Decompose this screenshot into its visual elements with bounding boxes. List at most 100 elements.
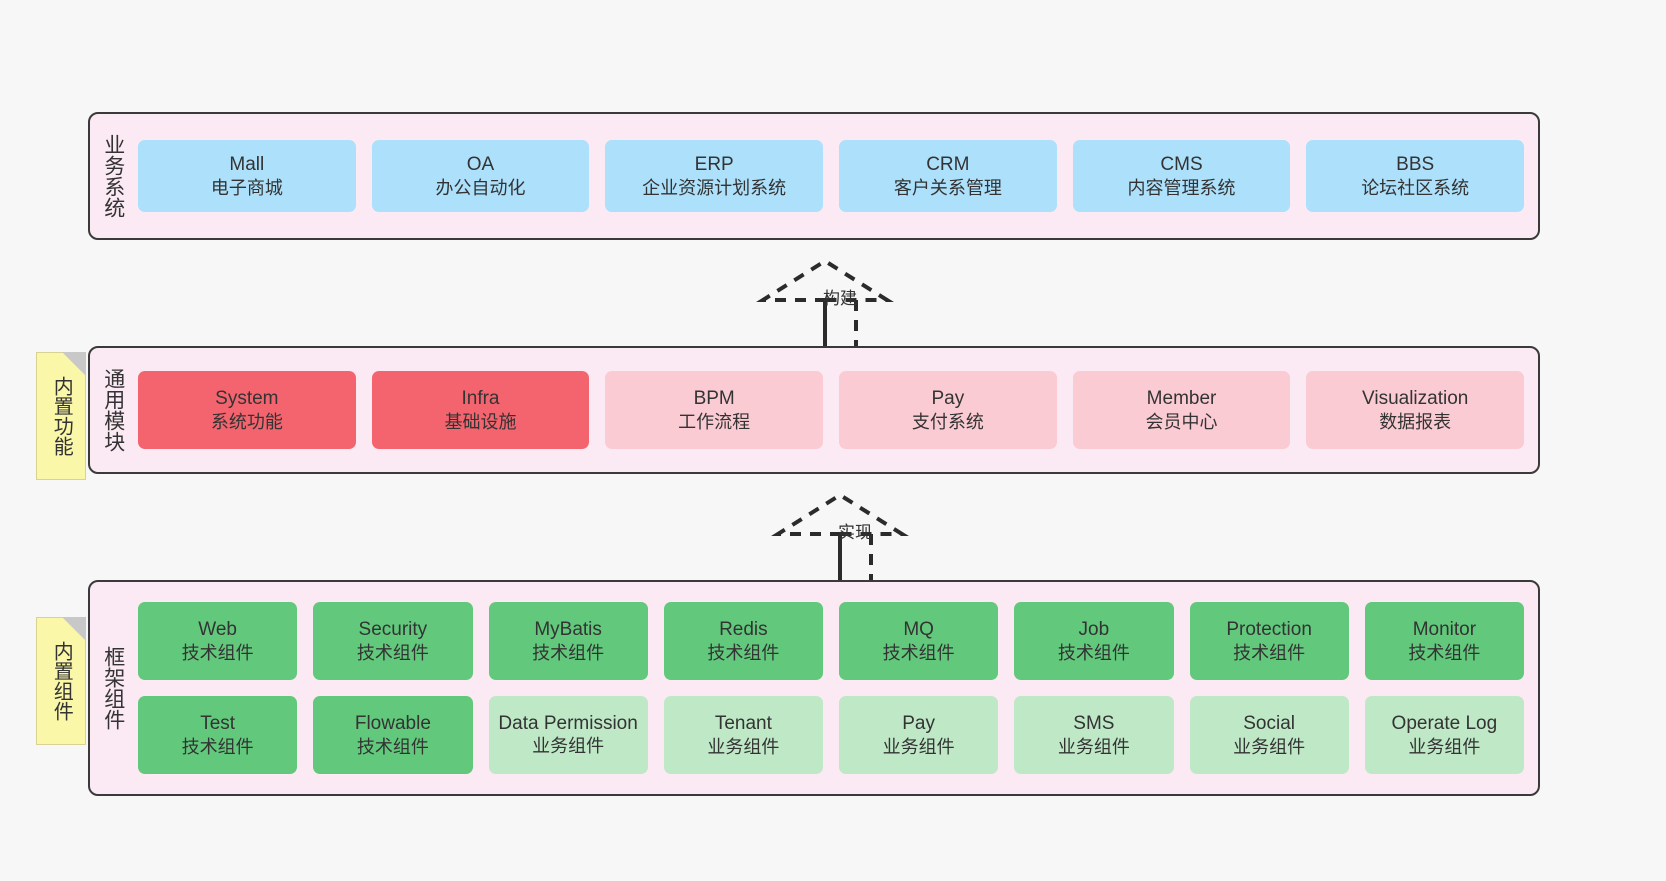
card-visualization[interactable]: Visualization 数据报表 bbox=[1306, 371, 1525, 449]
card-mall[interactable]: Mall 电子商城 bbox=[138, 140, 356, 212]
card-title-en: Redis bbox=[719, 619, 768, 641]
card-title-cn: 办公自动化 bbox=[435, 177, 526, 198]
card-title-en: Monitor bbox=[1412, 619, 1477, 641]
card-title-cn: 电子商城 bbox=[210, 177, 283, 198]
card-title-en: Web bbox=[198, 619, 237, 641]
layer-framework-components: 框架组件 Web 技术组件 Security 技术组件 MyBatis 技术组件… bbox=[88, 580, 1540, 796]
card-title-en: Flowable bbox=[354, 713, 431, 735]
card-redis[interactable]: Redis 技术组件 bbox=[663, 602, 823, 680]
card-title-en: ERP bbox=[694, 154, 734, 176]
card-title-cn: 支付系统 bbox=[911, 411, 984, 432]
layer-title-framework-components: 框架组件 bbox=[101, 646, 125, 730]
card-member[interactable]: Member 会员中心 bbox=[1072, 371, 1291, 449]
card-title-en: CMS bbox=[1160, 154, 1203, 176]
card-title-cn: 业务组件 bbox=[707, 736, 780, 757]
card-row: Test 技术组件 Flowable 技术组件 Data Permission … bbox=[138, 696, 1524, 774]
card-mybatis[interactable]: MyBatis 技术组件 bbox=[488, 602, 648, 680]
card-title-cn: 技术组件 bbox=[532, 642, 605, 663]
card-title-cn: 技术组件 bbox=[1057, 642, 1130, 663]
card-data-permission[interactable]: Data Permission 业务组件 bbox=[488, 696, 648, 774]
card-operate-log[interactable]: Operate Log 业务组件 bbox=[1364, 696, 1524, 774]
card-title-en: BBS bbox=[1396, 154, 1435, 176]
card-title-cn: 技术组件 bbox=[1233, 642, 1306, 663]
note-builtin-functions: 内置功能 bbox=[36, 352, 86, 480]
card-security[interactable]: Security 技术组件 bbox=[313, 602, 473, 680]
card-title-cn: 论坛社区系统 bbox=[1361, 177, 1470, 198]
layer-title-business-system: 业务系统 bbox=[101, 134, 125, 218]
card-title-cn: 技术组件 bbox=[882, 642, 955, 663]
card-system[interactable]: System 系统功能 bbox=[138, 371, 356, 449]
card-row: System 系统功能 Infra 基础设施 BPM 工作流程 Pay 支付系统… bbox=[138, 371, 1525, 449]
card-flowable[interactable]: Flowable 技术组件 bbox=[313, 696, 473, 774]
card-bpm[interactable]: BPM 工作流程 bbox=[605, 371, 824, 449]
layer-body-business-system: Mall 电子商城 OA 办公自动化 ERP 企业资源计划系统 CRM 客户关系… bbox=[136, 114, 1538, 238]
card-tenant[interactable]: Tenant 业务组件 bbox=[663, 696, 823, 774]
card-social[interactable]: Social 业务组件 bbox=[1189, 696, 1349, 774]
card-title-en: Mall bbox=[229, 154, 265, 176]
card-title-cn: 会员中心 bbox=[1145, 411, 1218, 432]
card-title-cn: 系统功能 bbox=[210, 411, 283, 432]
card-title-cn: 业务组件 bbox=[1057, 736, 1130, 757]
layer-common-modules: 通用模块 System 系统功能 Infra 基础设施 BPM 工作流程 Pay… bbox=[88, 346, 1540, 474]
card-title-cn: 工作流程 bbox=[678, 411, 751, 432]
card-title-en: Data Permission bbox=[498, 712, 638, 734]
card-protection[interactable]: Protection 技术组件 bbox=[1189, 602, 1349, 680]
card-title-en: Member bbox=[1146, 388, 1217, 410]
card-title-cn: 业务组件 bbox=[1233, 736, 1306, 757]
card-pay-business[interactable]: Pay 业务组件 bbox=[839, 696, 999, 774]
card-title-en: MyBatis bbox=[534, 619, 602, 641]
card-crm[interactable]: CRM 客户关系管理 bbox=[839, 140, 1057, 212]
card-cms[interactable]: CMS 内容管理系统 bbox=[1072, 140, 1291, 212]
layer-title-common-modules: 通用模块 bbox=[101, 368, 125, 452]
card-title-en: Operate Log bbox=[1391, 713, 1498, 735]
layer-business-system: 业务系统 Mall 电子商城 OA 办公自动化 ERP 企业资源计划系统 CRM… bbox=[88, 112, 1540, 240]
connector-label-build: 构建 bbox=[823, 289, 857, 308]
card-title-cn: 技术组件 bbox=[356, 736, 429, 757]
card-title-en: Test bbox=[200, 713, 236, 735]
card-title-en: MQ bbox=[903, 619, 934, 641]
card-title-en: BPM bbox=[693, 388, 735, 410]
card-title-en: System bbox=[215, 388, 279, 410]
card-title-cn: 业务组件 bbox=[1408, 736, 1481, 757]
card-title-cn: 企业资源计划系统 bbox=[642, 177, 787, 198]
card-title-cn: 技术组件 bbox=[707, 642, 780, 663]
card-title-en: Visualization bbox=[1362, 388, 1469, 410]
layer-body-framework-components: Web 技术组件 Security 技术组件 MyBatis 技术组件 Redi… bbox=[136, 582, 1538, 794]
card-monitor[interactable]: Monitor 技术组件 bbox=[1364, 602, 1524, 680]
card-title-en: SMS bbox=[1073, 713, 1115, 735]
card-mq[interactable]: MQ 技术组件 bbox=[839, 602, 999, 680]
note-text: 内置组件 bbox=[50, 641, 73, 721]
card-title-en: CRM bbox=[926, 154, 970, 176]
card-title-en: Pay bbox=[931, 388, 965, 410]
note-text: 内置功能 bbox=[50, 376, 73, 456]
card-title-en: Security bbox=[358, 619, 428, 641]
card-title-cn: 技术组件 bbox=[181, 642, 254, 663]
card-title-cn: 技术组件 bbox=[356, 642, 429, 663]
card-sms[interactable]: SMS 业务组件 bbox=[1014, 696, 1174, 774]
card-web[interactable]: Web 技术组件 bbox=[138, 602, 298, 680]
card-infra[interactable]: Infra 基础设施 bbox=[371, 371, 590, 449]
layer-body-common-modules: System 系统功能 Infra 基础设施 BPM 工作流程 Pay 支付系统… bbox=[136, 348, 1538, 472]
card-test[interactable]: Test 技术组件 bbox=[138, 696, 298, 774]
note-builtin-components: 内置组件 bbox=[36, 617, 86, 745]
card-title-en: Job bbox=[1078, 619, 1110, 641]
card-erp[interactable]: ERP 企业资源计划系统 bbox=[605, 140, 824, 212]
connector-build: 构建 bbox=[755, 258, 905, 348]
card-title-cn: 数据报表 bbox=[1379, 411, 1452, 432]
card-job[interactable]: Job 技术组件 bbox=[1014, 602, 1174, 680]
card-title-en: Tenant bbox=[714, 713, 772, 735]
card-title-cn: 业务组件 bbox=[532, 736, 605, 757]
connector-implement: 实现 bbox=[770, 492, 920, 582]
card-bbs[interactable]: BBS 论坛社区系统 bbox=[1306, 140, 1525, 212]
card-title-en: Pay bbox=[902, 713, 935, 735]
card-oa[interactable]: OA 办公自动化 bbox=[371, 140, 590, 212]
card-title-cn: 业务组件 bbox=[882, 736, 955, 757]
card-pay[interactable]: Pay 支付系统 bbox=[839, 371, 1057, 449]
card-title-en: Infra bbox=[461, 388, 500, 410]
card-row: Web 技术组件 Security 技术组件 MyBatis 技术组件 Redi… bbox=[138, 602, 1524, 680]
card-title-cn: 基础设施 bbox=[444, 411, 517, 432]
card-title-cn: 客户关系管理 bbox=[893, 177, 1002, 198]
card-title-cn: 技术组件 bbox=[1408, 642, 1481, 663]
connector-label-implement: 实现 bbox=[838, 523, 872, 542]
